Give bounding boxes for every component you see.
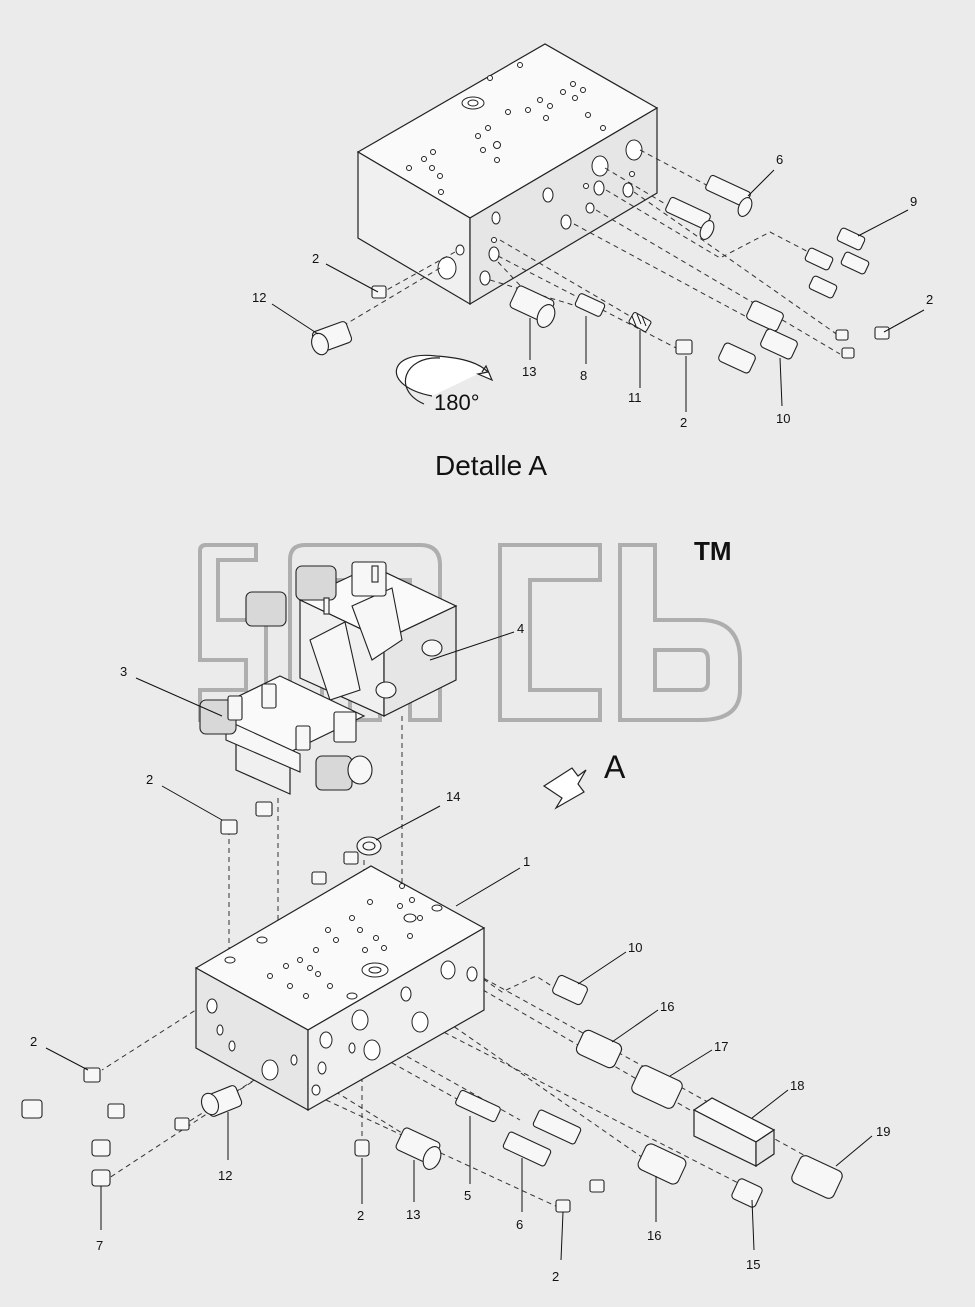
fittings-top [311, 174, 890, 374]
callout-13-bottom: 13 [406, 1207, 420, 1222]
spring-11 [628, 311, 652, 333]
plug-2-center [675, 339, 693, 355]
callout-12-top: 12 [252, 290, 266, 305]
plug-2-left-bottom [83, 1067, 101, 1083]
callout-2-top-right: 2 [926, 292, 933, 307]
callout-2-valve: 2 [146, 772, 153, 787]
callout-2-left: 2 [30, 1034, 37, 1049]
callout-2-top-left: 2 [312, 251, 319, 266]
rotation-arrow-icon [395, 354, 494, 405]
fitting-6b [665, 196, 715, 240]
rotation-label: 180° [434, 390, 480, 415]
callout-6-top: 6 [776, 152, 783, 167]
callout-18: 18 [790, 1078, 804, 1093]
callout-17: 17 [714, 1039, 728, 1054]
manifold-block-top [356, 43, 659, 306]
plug-2-left [371, 285, 387, 299]
valve-stack [199, 561, 458, 795]
detail-a-view: 180° 6 9 2 12 2 13 8 11 2 10 Detalle A [252, 43, 933, 481]
callout-15: 15 [746, 1257, 760, 1272]
cartridge-13-top [509, 285, 556, 328]
callout-13-top: 13 [522, 364, 536, 379]
watermark-tm: TM [694, 536, 732, 566]
watermark-logo [198, 543, 742, 722]
callout-10-bottom: 10 [628, 940, 642, 955]
view-direction-arrow-icon [542, 767, 587, 810]
fitting-9-group [804, 227, 870, 299]
callouts-top: 6 9 2 12 2 13 8 11 2 10 [252, 152, 933, 430]
callout-2-bottom: 2 [552, 1269, 559, 1284]
view-label: A [604, 749, 626, 785]
plug-2-right [874, 326, 890, 340]
callout-5: 5 [464, 1188, 471, 1203]
callout-10-top: 10 [776, 411, 790, 426]
callout-3: 3 [120, 664, 127, 679]
callout-16-lower: 16 [647, 1228, 661, 1243]
callout-2-top-center: 2 [680, 415, 687, 430]
fittings-bottom [21, 801, 843, 1261]
plug-7 [91, 1169, 111, 1187]
fitting-8-top [574, 293, 606, 317]
callout-8-top: 8 [580, 368, 587, 383]
plug-12-bottom [200, 1085, 243, 1117]
callout-6-bottom: 6 [516, 1217, 523, 1232]
callout-4: 4 [517, 621, 524, 636]
main-assembly-view: A [21, 561, 890, 1284]
plug-12-top [311, 321, 353, 356]
valve-18 [692, 1097, 776, 1168]
callout-16-upper: 16 [660, 999, 674, 1014]
callout-9-top: 9 [910, 194, 917, 209]
callout-7: 7 [96, 1238, 103, 1253]
callout-12-bottom: 12 [218, 1168, 232, 1183]
callout-14: 14 [446, 789, 460, 804]
fitting-6a [705, 174, 753, 217]
callout-11-top: 11 [628, 390, 642, 405]
callout-2-center: 2 [357, 1208, 364, 1223]
detail-title: Detalle A [435, 450, 547, 481]
callout-19: 19 [876, 1124, 890, 1139]
callouts-bottom: 3 4 2 14 1 10 16 17 18 19 2 12 2 13 [30, 621, 890, 1284]
manifold-block-main [194, 865, 486, 1112]
cartridge-13-bottom [395, 1127, 442, 1170]
callout-1: 1 [523, 854, 530, 869]
fitting-10-group [718, 300, 798, 374]
